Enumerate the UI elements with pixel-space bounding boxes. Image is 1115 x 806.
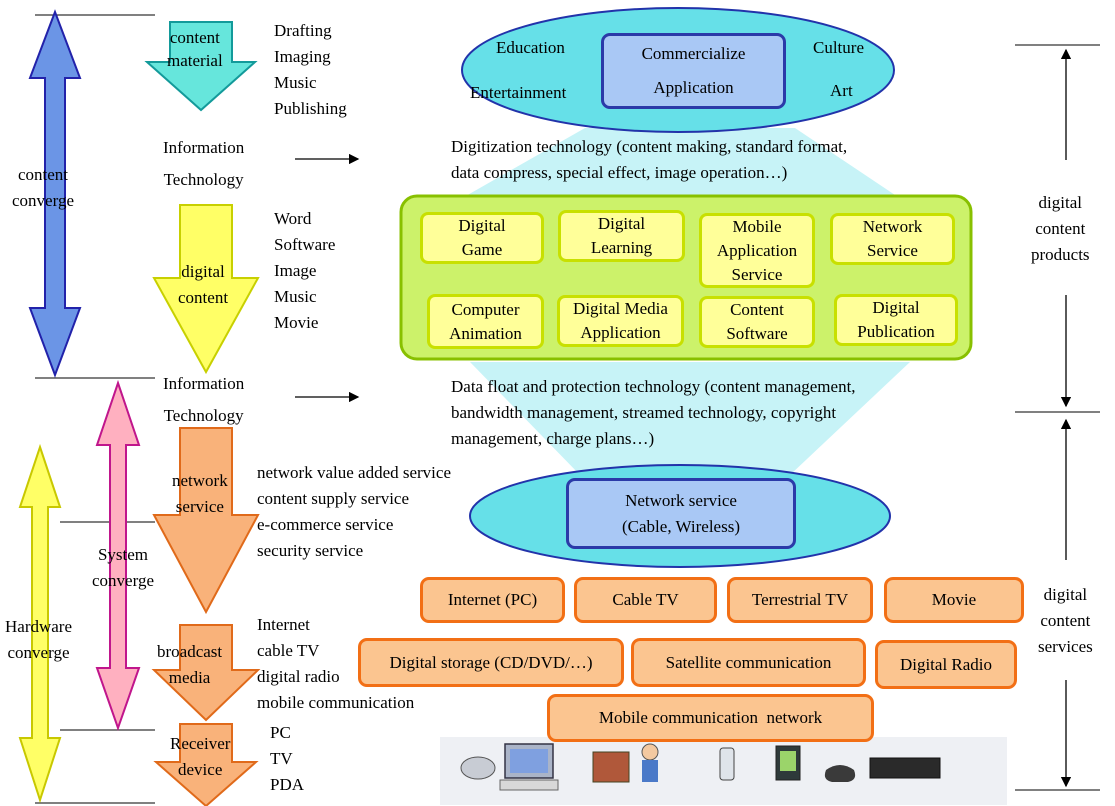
network-service-box: Network service (Cable, Wireless) [566, 478, 796, 549]
list-item: Music [274, 73, 317, 92]
information-technology-label: Information Technology [163, 374, 245, 425]
digitization-technology-text: Digitization technology (content making,… [451, 137, 848, 182]
list-item: Music [274, 287, 317, 306]
product-digital-learning: Digital Learning [558, 210, 685, 262]
service-mobile-communication-network: Mobile communication network [547, 694, 874, 742]
entertainment-label: Entertainment [470, 83, 567, 102]
product-mobile-application-service: Mobile Application Service [699, 213, 815, 288]
devices-illustration [460, 743, 941, 791]
list-item: Imaging [274, 47, 331, 66]
content-material-label: content material [167, 28, 223, 70]
art-label: Art [830, 81, 853, 100]
list-item: cable TV [257, 641, 320, 660]
service-digital-storage: Digital storage (CD/DVD/…) [358, 638, 624, 687]
service-digital-radio: Digital Radio [875, 640, 1017, 689]
hardware-converge-label: Hardware converge [5, 617, 73, 662]
list-item: content supply service [257, 489, 410, 508]
product-content-software: Content Software [699, 296, 815, 348]
service-terrestrial-tv: Terrestrial TV [727, 577, 873, 623]
product-computer-animation: Computer Animation [427, 294, 544, 349]
protection-technology-text: Data float and protection technology (co… [451, 377, 856, 448]
content-converge-arrow [28, 9, 82, 378]
list-item: network value added service [257, 463, 451, 482]
receiver-device-arrow [153, 723, 259, 806]
network-service-arrow [152, 427, 260, 615]
cd-icon [460, 756, 496, 780]
bottom-funnel [470, 362, 910, 475]
digital-content-list: Word Software Image Music Movie [274, 206, 335, 336]
list-item: Publishing [274, 99, 347, 118]
list-item: Internet [257, 615, 310, 634]
system-converge-label: System converge [92, 545, 154, 590]
digital-content-label: digital content [178, 262, 229, 307]
tv-icon [592, 751, 630, 783]
commercialize-application-box: Commercialize Application [601, 33, 786, 109]
information-technology-label: Information Technology [163, 138, 245, 189]
person-icon [641, 743, 659, 761]
list-item: PC [270, 723, 291, 742]
product-network-service: Network Service [830, 213, 955, 265]
digital-content-arrow [152, 204, 260, 375]
product-digital-media-application: Digital Media Application [557, 295, 684, 347]
content-material-arrow [144, 21, 258, 112]
service-cable-tv: Cable TV [574, 577, 717, 623]
gamepad-icon [824, 765, 856, 782]
digital-content-services-label: digital content services [1038, 585, 1093, 656]
culture-label: Culture [813, 38, 864, 57]
service-internet-pc: Internet (PC) [420, 577, 565, 623]
network-service-label: network service [172, 471, 228, 516]
broadcast-media-arrow [151, 624, 261, 722]
console-icon [869, 757, 941, 779]
list-item: mobile communication [257, 693, 415, 712]
list-item: security service [257, 541, 364, 560]
list-item: e-commerce service [257, 515, 394, 534]
service-satellite-communication: Satellite communication [631, 638, 866, 687]
system-converge-arrow [95, 379, 141, 732]
service-movie: Movie [884, 577, 1024, 623]
list-item: Software [274, 235, 336, 254]
hardware-converge-arrow [18, 443, 62, 804]
content-converge-label: content converge [12, 165, 74, 210]
digital-content-products-label: digital content products [1031, 193, 1090, 264]
list-item: Drafting [274, 21, 332, 40]
education-label: Education [496, 38, 565, 57]
list-item: Word [274, 209, 312, 228]
phone-icon [719, 747, 735, 781]
list-item: digital radio [257, 667, 340, 686]
list-item: Image [274, 261, 317, 280]
broadcast-media-list: Internet cable TV digital radio mobile c… [257, 612, 414, 716]
content-material-list: Drafting Imaging Music Publishing [274, 18, 347, 122]
list-item: TV [270, 749, 293, 768]
broadcast-media-label: broadcast media [157, 642, 223, 687]
top-funnel [450, 128, 910, 205]
product-digital-game: Digital Game [420, 212, 544, 264]
receiver-device-list: PC TV PDA [270, 720, 304, 798]
product-digital-publication: Digital Publication [834, 294, 958, 346]
list-item: Movie [274, 313, 319, 332]
receiver-device-label: Receiver device [170, 734, 231, 779]
list-item: PDA [270, 775, 305, 794]
network-service-list: network value added service content supp… [257, 460, 451, 564]
